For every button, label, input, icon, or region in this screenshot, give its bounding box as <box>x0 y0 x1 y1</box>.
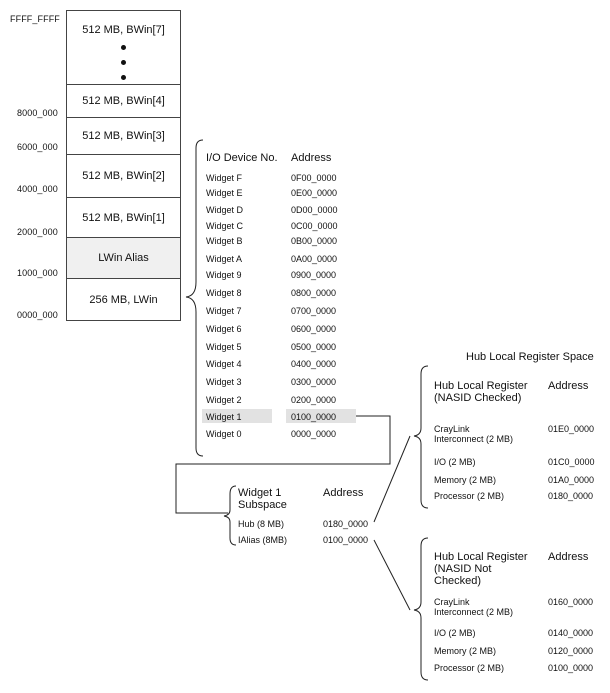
ellipsis-dot-3 <box>121 75 126 80</box>
subspace-row-hub-label: Hub (8 MB) <box>238 519 285 529</box>
hub-checked-memory-label: Memory (2 MB) <box>434 475 497 485</box>
mem-block-lwin-alias: LWin Alias <box>66 237 181 279</box>
subspace-brace <box>223 485 237 546</box>
mem-column-left-edge <box>66 48 67 84</box>
io-row-device: Widget 9 <box>206 270 242 280</box>
hub-checked-address-header: Address <box>548 380 589 392</box>
hub-not-checked-title-line1: Hub Local Register <box>434 551 528 563</box>
hub-not-checked-address-header: Address <box>548 551 589 563</box>
io-row-device: Widget F <box>206 173 243 183</box>
io-row-address: 0900_0000 <box>291 270 337 280</box>
io-table-device-header: I/O Device No. <box>206 152 278 164</box>
io-row-address: 0400_0000 <box>291 359 337 369</box>
io-table-brace <box>185 139 204 457</box>
subspace-title-line1: Widget 1 <box>238 487 282 499</box>
tick-6000-000: 6000_000 <box>17 142 58 152</box>
io-row-address: 0300_0000 <box>291 377 337 387</box>
subspace-row-ialias-label: IAlias (8MB) <box>238 535 288 545</box>
io-row-device: Widget 1 <box>206 412 242 422</box>
widget1-connector <box>175 415 391 514</box>
io-row-device: Widget 5 <box>206 342 242 352</box>
hub-checked-processor-label: Processor (2 MB) <box>434 491 505 501</box>
subspace-title-line2: Subspace <box>238 499 287 511</box>
io-row-device: Widget 2 <box>206 395 242 405</box>
tick-1000-000: 1000_000 <box>17 268 58 278</box>
hub-not-checked-craylink-label: CrayLink Interconnect (2 MB) <box>434 597 514 617</box>
io-row-device: Widget 0 <box>206 429 242 439</box>
io-row-address: 0B00_0000 <box>291 236 338 246</box>
io-row-address: 0A00_0000 <box>291 254 338 264</box>
subspace-row-ialias-address: 0100_0000 <box>323 535 369 545</box>
io-row-address: 0600_0000 <box>291 324 337 334</box>
io-row-device: Widget 8 <box>206 288 242 298</box>
hub-checked-processor-address: 0180_0000 <box>548 491 594 501</box>
hub-line-top <box>373 435 411 523</box>
tick-2000-000: 2000_000 <box>17 227 58 237</box>
hub-checked-craylink-address: 01E0_0000 <box>548 424 595 434</box>
hub-checked-io-label: I/O (2 MB) <box>434 457 476 467</box>
mem-block-lwin: 256 MB, LWin <box>66 278 181 321</box>
widget1-address-highlight <box>286 409 356 423</box>
tick-ffff-ffff: FFFF_FFFF <box>10 14 60 24</box>
widget1-highlight <box>202 409 272 423</box>
io-row-device: Widget 3 <box>206 377 242 387</box>
hub-not-checked-processor-address: 0100_0000 <box>548 663 594 673</box>
io-row-address: 0D00_0000 <box>291 205 338 215</box>
io-row-address: 0E00_0000 <box>291 188 338 198</box>
subspace-address-header: Address <box>323 487 364 499</box>
io-row-address: 0500_0000 <box>291 342 337 352</box>
io-row-device: Widget 6 <box>206 324 242 334</box>
tick-8000-000: 8000_000 <box>17 108 58 118</box>
io-table-address-header: Address <box>291 152 332 164</box>
hub-not-checked-io-label: I/O (2 MB) <box>434 628 476 638</box>
io-row-address: 0100_0000 <box>291 412 337 422</box>
hub-not-checked-processor-label: Processor (2 MB) <box>434 663 505 673</box>
hub-not-checked-craylink-address: 0160_0000 <box>548 597 594 607</box>
io-row-address: 0700_0000 <box>291 306 337 316</box>
tick-0000-000: 0000_000 <box>17 310 58 320</box>
ellipsis-dot-1 <box>121 45 126 50</box>
hub-not-checked-title-line3: Checked) <box>434 575 482 587</box>
hub-space-title: Hub Local Register Space <box>466 351 594 363</box>
io-row-device: Widget A <box>206 254 243 264</box>
mem-block-bwin7: 512 MB, BWin[7] <box>66 10 181 48</box>
mem-block-bwin4: 512 MB, BWin[4] <box>66 84 181 118</box>
hub-checked-memory-address: 01A0_0000 <box>548 475 595 485</box>
hub-not-checked-io-address: 0140_0000 <box>548 628 594 638</box>
mem-column-right-edge <box>180 48 181 84</box>
hub-checked-brace <box>413 365 429 509</box>
io-row-address: 0000_0000 <box>291 429 337 439</box>
hub-not-checked-title-line2: (NASID Not <box>434 563 492 575</box>
hub-checked-io-address: 01C0_0000 <box>548 457 595 467</box>
hub-not-checked-brace <box>413 537 429 681</box>
subspace-row-hub-address: 0180_0000 <box>323 519 369 529</box>
hub-not-checked-memory-label: Memory (2 MB) <box>434 646 497 656</box>
hub-checked-title-line1: Hub Local Register <box>434 380 528 392</box>
io-row-address: 0800_0000 <box>291 288 337 298</box>
hub-checked-craylink-label: CrayLink Interconnect (2 MB) <box>434 424 514 444</box>
io-row-device: Widget 4 <box>206 359 242 369</box>
io-row-device: Widget E <box>206 188 243 198</box>
io-row-device: Widget D <box>206 205 244 215</box>
io-row-address: 0200_0000 <box>291 395 337 405</box>
ellipsis-dot-2 <box>121 60 126 65</box>
mem-block-bwin2: 512 MB, BWin[2] <box>66 154 181 198</box>
io-row-device: Widget 7 <box>206 306 242 316</box>
io-row-device: Widget C <box>206 221 244 231</box>
hub-line-bottom <box>373 539 411 611</box>
hub-not-checked-memory-address: 0120_0000 <box>548 646 594 656</box>
tick-4000-000: 4000_000 <box>17 184 58 194</box>
hub-checked-title-line2: (NASID Checked) <box>434 392 522 404</box>
io-row-address: 0C00_0000 <box>291 221 338 231</box>
io-row-device: Widget B <box>206 236 243 246</box>
mem-block-bwin1: 512 MB, BWin[1] <box>66 197 181 238</box>
mem-block-bwin3: 512 MB, BWin[3] <box>66 117 181 155</box>
io-row-address: 0F00_0000 <box>291 173 337 183</box>
